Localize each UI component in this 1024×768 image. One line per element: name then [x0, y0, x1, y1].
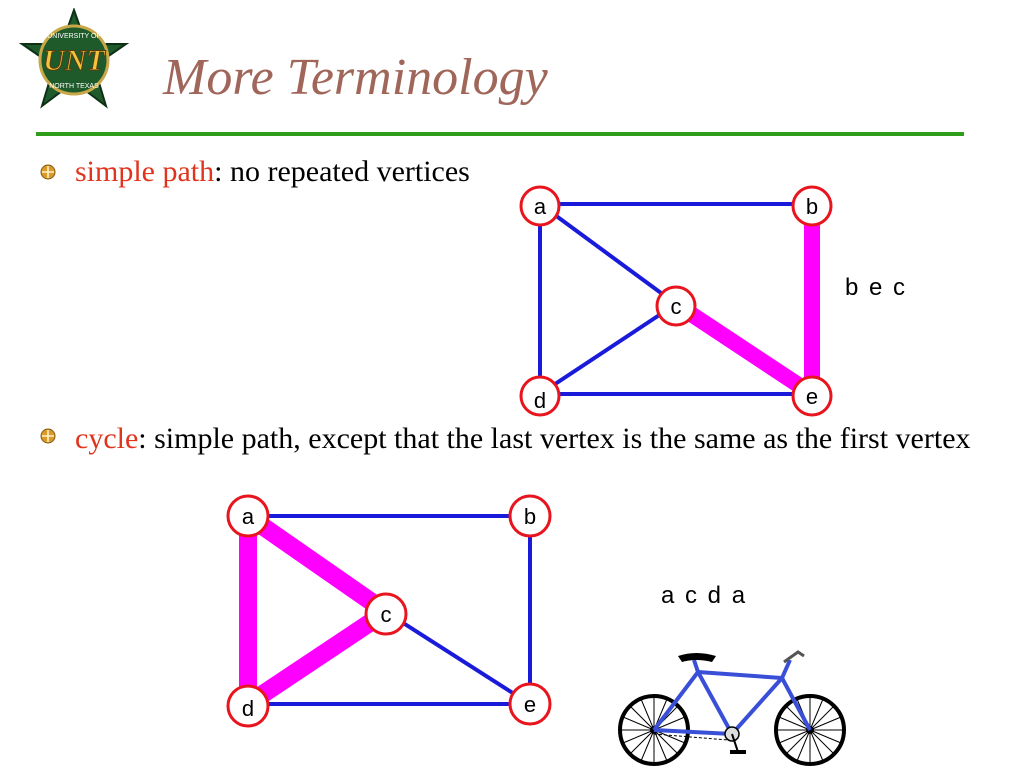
edge-a-c: [538, 202, 678, 306]
node-a: a: [519, 185, 561, 227]
node-d: d: [519, 375, 561, 417]
node-e: e: [791, 375, 833, 417]
bullet-icon: [40, 428, 56, 444]
graph-simple-path: a b c d e: [519, 185, 833, 417]
svg-text:a: a: [534, 194, 547, 219]
svg-text:d: d: [242, 696, 254, 721]
svg-text:b: b: [806, 194, 818, 219]
bike-pedal: [653, 726, 746, 754]
svg-text:e: e: [806, 384, 818, 409]
node-b: b: [791, 185, 833, 227]
highlight-edge-e-c: [671, 297, 817, 401]
node-c: c: [655, 285, 697, 327]
bullet-simple-path: simple path: no repeated vertices: [75, 153, 470, 191]
title-divider: [36, 132, 964, 136]
node-e: e: [508, 682, 552, 726]
edge-c-e: [384, 610, 532, 706]
logo-ring-text-bottom: NORTH TEXAS: [49, 83, 99, 90]
svg-text:d: d: [534, 388, 546, 413]
logo-text: UNT: [43, 44, 106, 77]
path-label-cycle: a c d a: [661, 582, 748, 609]
svg-text:c: c: [671, 294, 682, 319]
node-a: a: [226, 494, 270, 538]
bullet-cycle: cycle: simple path, except that the last…: [75, 420, 1005, 458]
term-simple-path: simple path: [75, 155, 215, 188]
path-label-simple-path: b e c: [845, 274, 908, 301]
definition-cycle: : simple path, except that the last vert…: [138, 422, 971, 455]
svg-text:b: b: [524, 504, 536, 529]
definition-simple-path: : no repeated vertices: [214, 155, 470, 188]
bullet-icon: [40, 164, 56, 180]
bike-seat: [678, 653, 716, 662]
logo-ring: [38, 24, 110, 96]
svg-text:e: e: [524, 692, 536, 717]
highlight-edge-c-d: [243, 604, 391, 712]
node-c: c: [364, 592, 408, 636]
svg-text:c: c: [381, 602, 392, 627]
highlight-edge-a-c: [242, 508, 392, 620]
bike-handlebar: [783, 650, 805, 664]
bicycle-illustration: [618, 650, 846, 766]
graph-cycle: a b c d e: [226, 494, 552, 728]
term-cycle: cycle: [75, 422, 139, 455]
logo-ring-text-top: UNIVERSITY OF: [47, 33, 101, 40]
edge-c-d: [538, 302, 678, 396]
bike-frame: [652, 659, 812, 736]
node-b: b: [508, 494, 552, 538]
unt-logo: UNIVERSITY OF UNT NORTH TEXAS: [18, 8, 130, 109]
node-d: d: [226, 684, 270, 728]
svg-text:a: a: [242, 504, 255, 529]
slide-title: More Terminology: [163, 49, 548, 106]
